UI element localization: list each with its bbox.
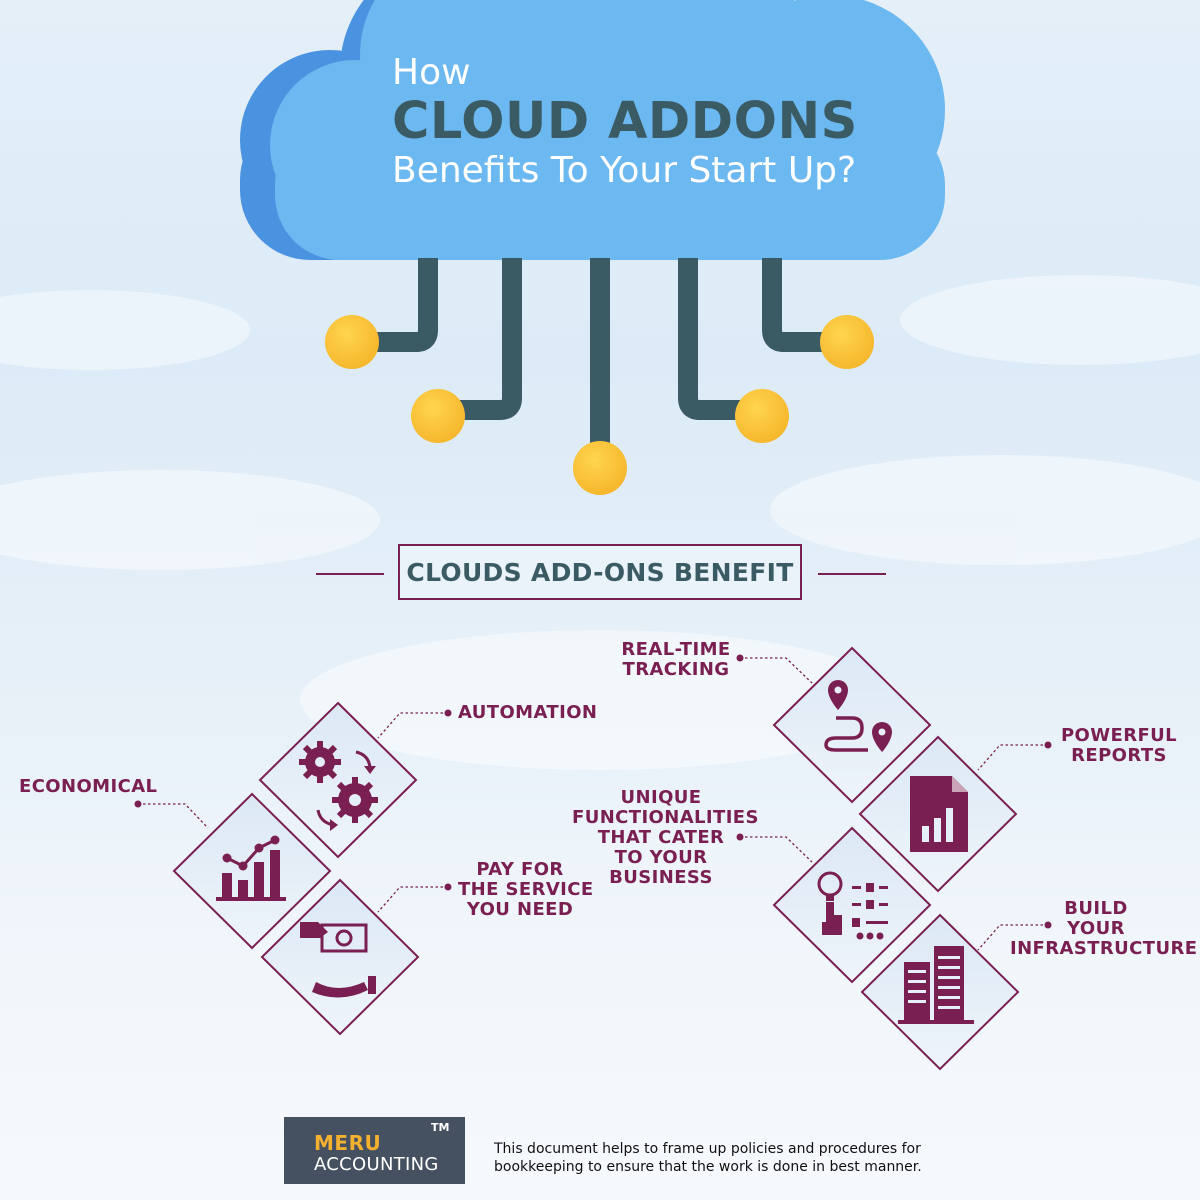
logo-text-meru: MERU: [314, 1131, 382, 1155]
tile-tracking: [772, 646, 932, 804]
label-tracking: REAL-TIME TRACKING: [620, 640, 732, 680]
label-pay-line1: PAY FOR: [476, 859, 564, 880]
label-infrastructure: BUILD YOUR INFRASTRUCTURE: [1010, 898, 1198, 959]
hero-title-line1: How: [392, 52, 471, 93]
gears-icon: [299, 741, 378, 831]
label-tracking-line1: REAL-TIME: [621, 639, 731, 660]
label-pay-line3: YOU NEED: [466, 899, 574, 920]
tile-economical: [172, 792, 332, 950]
label-tracking-line2: TRACKING: [622, 659, 730, 680]
background-clouds: [0, 275, 1200, 770]
label-unique-line5: BUSINESS: [609, 867, 713, 888]
label-reports-line1: POWERFUL: [1060, 725, 1178, 746]
trademark-mark: TM: [431, 1121, 450, 1134]
tile-pay: [260, 878, 420, 1036]
label-infra-line2: YOUR: [1067, 918, 1125, 939]
tile-unique: [772, 826, 932, 984]
cloud-connectors: [355, 258, 845, 462]
logo-text-accounting: ACCOUNTING: [314, 1154, 439, 1175]
label-economical-text: ECONOMICAL: [19, 776, 158, 797]
section-rule-right: [818, 573, 886, 575]
label-unique-line1: UNIQUE: [620, 787, 702, 808]
label-automation: AUTOMATION: [458, 703, 597, 723]
footer-description: This document helps to frame up policies…: [494, 1141, 922, 1175]
report-document-icon: [910, 776, 968, 852]
label-automation-text: AUTOMATION: [458, 702, 598, 723]
buildings-icon: [898, 946, 974, 1024]
company-logo: MERU ACCOUNTING TM: [284, 1117, 465, 1184]
label-unique-line3: THAT CATER: [597, 827, 725, 848]
tile-automation: [258, 701, 418, 859]
section-title: CLOUDS ADD-ONS BENEFIT: [398, 544, 802, 600]
hero-subtitle: Benefits To Your Start Up?: [392, 150, 857, 191]
label-reports: POWERFUL REPORTS: [1060, 726, 1178, 766]
label-unique-line2: FUNCTIONALITIES: [572, 807, 759, 828]
hero-title-main: CLOUD ADDONS: [392, 92, 858, 151]
label-infra-line1: BUILD: [1064, 898, 1128, 919]
label-economical: ECONOMICAL: [19, 777, 157, 797]
section-rule-left: [316, 573, 384, 575]
bulb-touch-icon: [817, 871, 888, 940]
label-pay-line2: THE SERVICE: [458, 879, 594, 900]
label-unique-line4: TO YOUR: [614, 847, 708, 868]
label-reports-line2: REPORTS: [1071, 745, 1167, 766]
tile-infrastructure: [860, 913, 1020, 1071]
label-infra-line3: INFRASTRUCTURE: [1010, 938, 1198, 959]
leader-lines: [138, 657, 1048, 951]
bar-chart-icon: [216, 835, 286, 901]
label-pay: PAY FOR THE SERVICE YOU NEED: [458, 859, 594, 920]
tile-reports: [858, 735, 1018, 893]
cloud-shape: [240, 0, 945, 260]
connector-nodes: [325, 315, 874, 495]
leader-dots: [134, 654, 1052, 929]
label-unique: UNIQUE FUNCTIONALITIES THAT CATER TO YOU…: [572, 787, 759, 888]
money-hand-icon: [300, 922, 376, 998]
map-route-icon: [824, 680, 892, 752]
